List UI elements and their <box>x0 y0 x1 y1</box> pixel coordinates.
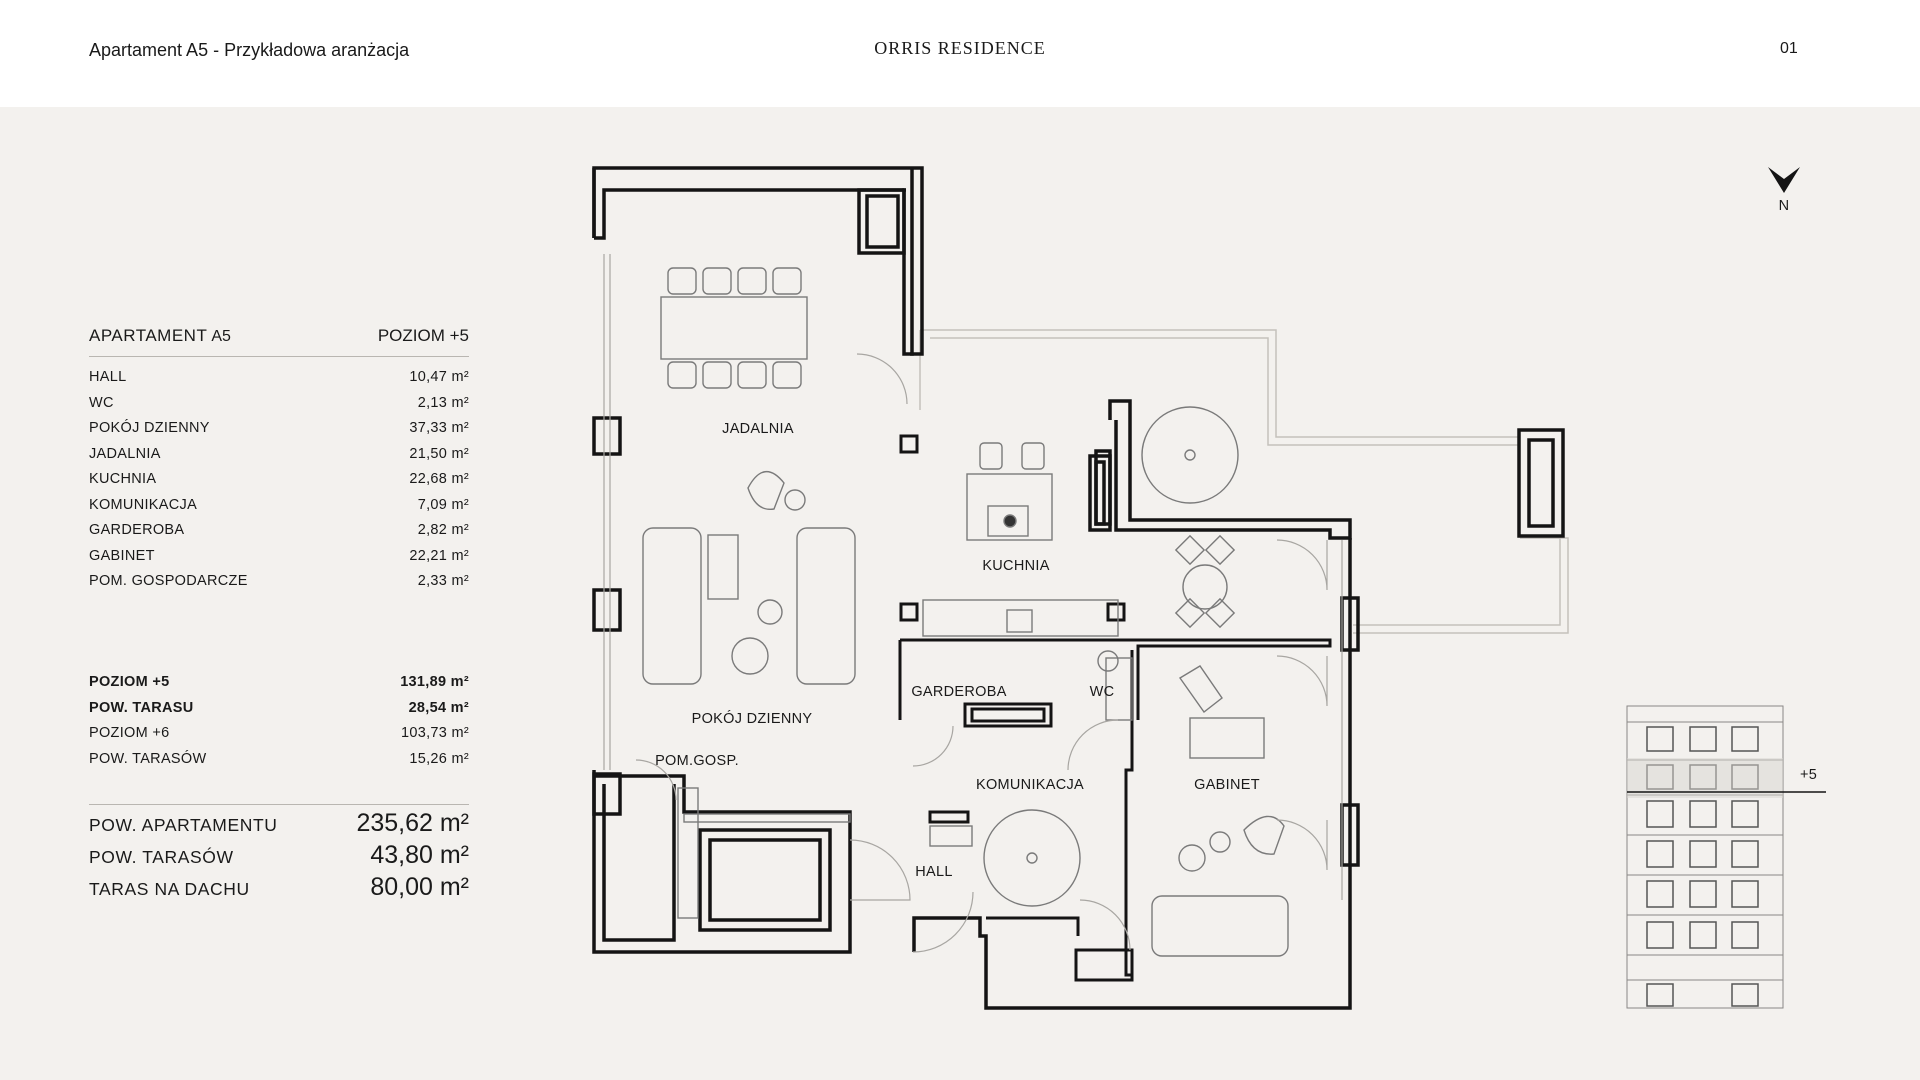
rooms-name: KOMUNIKACJA <box>89 496 198 513</box>
rooms-row: GABINET 22,21 m² <box>89 544 469 570</box>
levels-name: POZIOM +6 <box>89 725 170 741</box>
rooms-row: POM. GOSPODARCZE 2,33 m² <box>89 569 469 595</box>
totals-area: 43,80 m² <box>370 841 469 869</box>
label-gabinet: GABINET <box>1194 777 1260 793</box>
rooms-row: POKÓJ DZIENNY 37,33 m² <box>89 416 469 442</box>
label-kuchnia: KUCHNIA <box>982 558 1049 574</box>
levels-name: POW. TARASU <box>89 699 194 716</box>
levels-area: 103,73 m² <box>401 725 469 741</box>
totals-list: POW. APARTAMENTU 235,62 m² POW. TARASÓW 43,… <box>89 804 469 903</box>
terrace-outline <box>919 329 1569 634</box>
header: Apartament A5 - Przykładowa aranżacja OR… <box>0 0 1920 107</box>
rooms-name: KUCHNIA <box>89 471 157 487</box>
rooms-area: 10,47 m² <box>409 369 469 385</box>
totals-row: TARAS NA DACHU 80,00 m² <box>89 871 469 903</box>
rooms-area: 22,68 m² <box>409 471 469 487</box>
room-list: HALL 10,47 m² WC 2,13 m² POKÓJ DZIENNY 37,33 … <box>89 365 469 595</box>
totals-area: 80,00 m² <box>370 873 469 901</box>
levels-name: POW. TARASÓW <box>89 750 207 767</box>
north-label: N <box>1779 198 1790 214</box>
rooms-name: GARDEROBA <box>89 522 185 538</box>
level-list: POZIOM +5 131,89 m² POW. TARASU 28,54 m² POZ… <box>89 670 469 772</box>
elevation-level-label: +5 <box>1800 767 1817 783</box>
brand-name: ORRIS RESIDENCE <box>874 38 1046 58</box>
label-hall: HALL <box>915 864 952 880</box>
rooms-area: 2,13 m² <box>417 394 469 411</box>
levels-row: POZIOM +5 131,89 m² <box>89 670 469 696</box>
page-number: 01 <box>1780 40 1798 57</box>
levels-area: 15,26 m² <box>409 750 469 767</box>
levels-area: 28,54 m² <box>408 699 469 716</box>
doors <box>603 254 1343 953</box>
building-elevation <box>1626 705 1784 1009</box>
apartment-unit: A5 <box>211 328 231 345</box>
levels-row: POW. TARASÓW 15,26 m² <box>89 747 469 773</box>
rooms-name: HALL <box>89 369 127 385</box>
label-jadalnia: JADALNIA <box>722 421 794 437</box>
furniture <box>642 267 1289 957</box>
partitions <box>898 434 1332 982</box>
rooms-name: GABINET <box>89 547 155 564</box>
apartment-label: APARTAMENT <box>89 326 208 345</box>
rooms-area: 37,33 m² <box>409 420 469 436</box>
page-title: Apartament A5 - Przykładowa aranżacja <box>89 40 410 60</box>
rooms-area: 2,82 m² <box>417 522 469 538</box>
totals-row: POW. APARTAMENTU 235,62 m² <box>89 807 469 839</box>
rooms-row: WC 2,13 m² <box>89 391 469 417</box>
label-komunikacja: KOMUNIKACJA <box>976 777 1084 793</box>
totals-name: POW. TARASÓW <box>89 847 234 867</box>
rooms-row: JADALNIA 21,50 m² <box>89 442 469 468</box>
label-wc: WC <box>1090 684 1115 700</box>
totals-area: 235,62 m² <box>356 809 469 837</box>
levels-row: POW. TARASU 28,54 m² <box>89 696 469 722</box>
totals-row: POW. TARASÓW 43,80 m² <box>89 839 469 871</box>
rooms-area: 2,33 m² <box>417 573 469 589</box>
totals-name: TARAS NA DACHU <box>89 879 250 899</box>
rooms-row: KOMUNIKACJA 7,09 m² <box>89 493 469 519</box>
label-garderoba: GARDEROBA <box>911 684 1006 700</box>
rooms-name: POKÓJ DZIENNY <box>89 420 210 436</box>
rooms-name: POM. GOSPODARCZE <box>89 573 248 589</box>
label-pokoj-dzienny: POKÓJ DZIENNY <box>692 710 813 727</box>
rooms-row: GARDEROBA 2,82 m² <box>89 518 469 544</box>
elevation-windows <box>1646 726 1759 1007</box>
north-arrow-icon: N <box>1768 167 1800 214</box>
rooms-name: JADALNIA <box>89 445 161 462</box>
levels-area: 131,89 m² <box>400 674 469 690</box>
levels-row: POZIOM +6 103,73 m² <box>89 721 469 747</box>
rooms-area: 21,50 m² <box>409 445 469 462</box>
level-label: POZIOM +5 <box>377 326 469 345</box>
rooms-row: HALL 10,47 m² <box>89 365 469 391</box>
levels-name: POZIOM +5 <box>89 674 170 690</box>
rooms-name: WC <box>89 394 114 411</box>
rooms-area: 7,09 m² <box>417 496 469 513</box>
rooms-row: KUCHNIA 22,68 m² <box>89 467 469 493</box>
rooms-area: 22,21 m² <box>409 547 469 564</box>
walls <box>592 166 1565 1010</box>
totals-name: POW. APARTAMENTU <box>89 815 278 835</box>
label-pom-gosp: POM.GOSP. <box>655 753 739 769</box>
